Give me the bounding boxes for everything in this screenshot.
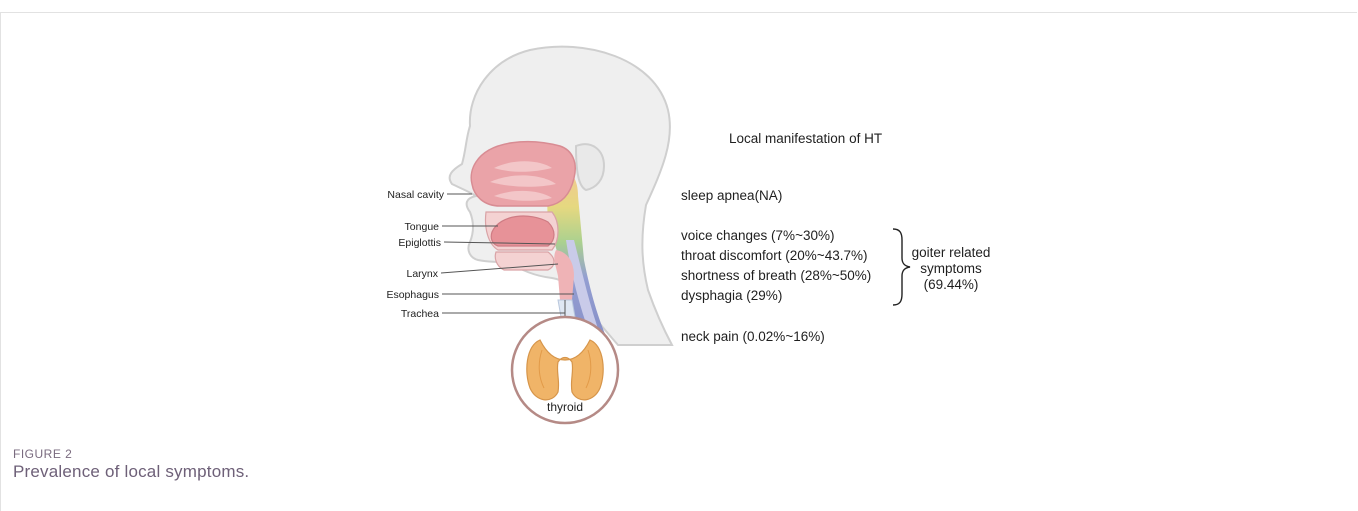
symptom-throat-discomfort: throat discomfort (20%~43.7%) [681, 248, 867, 263]
symptom-neck-pain: neck pain (0.02%~16%) [681, 329, 825, 344]
diagram-heading: Local manifestation of HT [729, 131, 882, 146]
label-tongue: Tongue [405, 221, 440, 233]
goiter-line-2: symptoms [920, 261, 982, 276]
label-trachea: Trachea [401, 308, 439, 320]
goiter-brace [893, 229, 910, 305]
thyroid-label: thyroid [547, 400, 583, 414]
goiter-line-1: goiter related [912, 245, 991, 260]
label-nasal-cavity: Nasal cavity [387, 189, 444, 201]
label-larynx: Larynx [406, 268, 438, 280]
symptom-shortness-of-breath: shortness of breath (28%~50%) [681, 268, 871, 283]
jaw-shape [495, 252, 554, 270]
symptom-voice-changes: voice changes (7%~30%) [681, 228, 834, 243]
figure-label: FIGURE 2 [13, 447, 72, 461]
symptom-dysphagia: dysphagia (29%) [681, 288, 782, 303]
label-epiglottis: Epiglottis [398, 237, 441, 249]
goiter-line-3: (69.44%) [924, 277, 979, 292]
figure-caption: Prevalence of local symptoms. [13, 462, 249, 482]
symptom-sleep-apnea: sleep apnea(NA) [681, 188, 782, 203]
label-esophagus: Esophagus [386, 289, 439, 301]
